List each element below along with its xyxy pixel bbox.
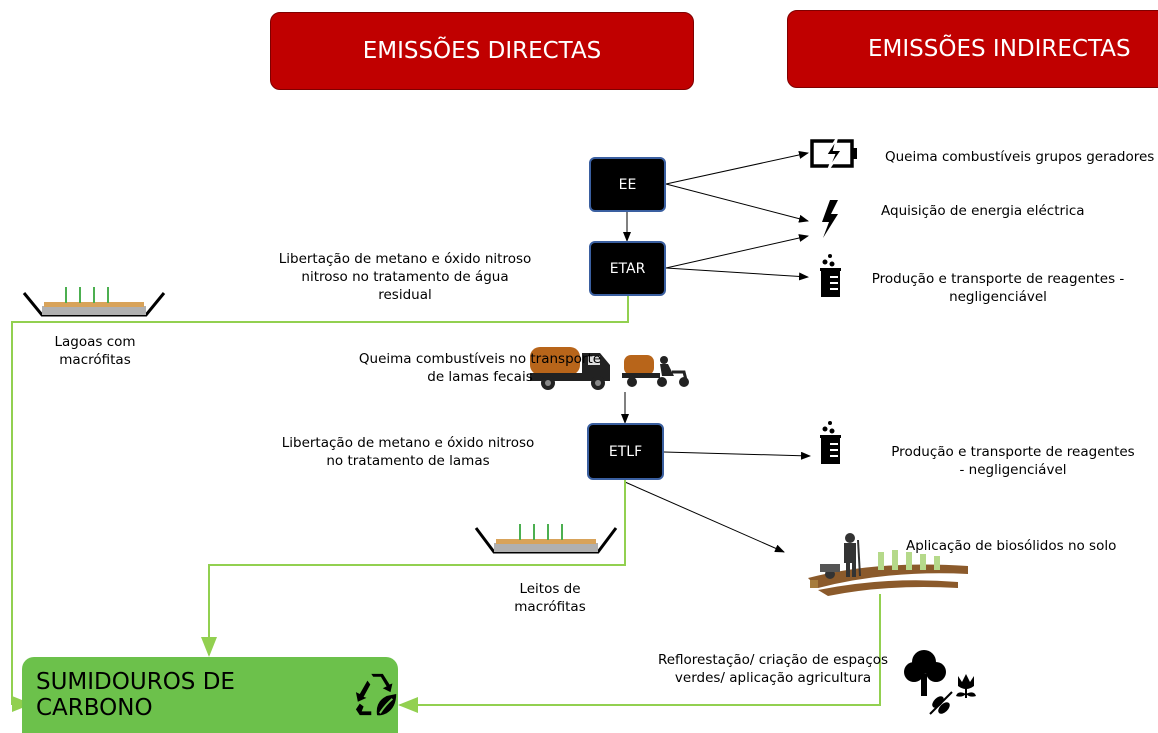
label-reforestation: Reflorestação/ criação de espaços verdes… <box>657 652 889 686</box>
recycle-leaf-icon <box>355 673 397 716</box>
label-generators: Queima combustíveis grupos geradores <box>885 149 1155 165</box>
node-etlf: ETLF <box>587 423 664 480</box>
label-electricity: Aquisição de energia eléctrica <box>881 203 1085 219</box>
flow-reforest-sink <box>398 594 881 713</box>
label-beds: Leitos de macrófitas <box>514 581 586 615</box>
indirect-emissions-header: EMISSÕES INDIRECTAS <box>787 10 1158 88</box>
node-etlf-label: ETLF <box>608 443 643 460</box>
label-methane-etar: Libertação de metano e óxido nitroso nit… <box>278 251 532 303</box>
node-ee-label: EE <box>618 176 637 193</box>
label-methane-etlf: Libertação de metano e óxido nitroso no … <box>281 435 535 469</box>
arrow-ee-electricity <box>665 183 809 223</box>
arrow-etlf-biosolids <box>624 481 785 553</box>
indirect-emissions-title: EMISSÕES INDIRECTAS <box>868 36 1131 62</box>
label-reagents-etlf: Produção e transporte de reagentes - neg… <box>891 444 1135 478</box>
arrow-etar-electricity <box>665 234 809 269</box>
arrow-ee-generators <box>665 151 809 185</box>
flow-etar-sink <box>11 295 629 712</box>
direct-emissions-header: EMISSÕES DIRECTAS <box>270 12 694 90</box>
carbon-sink-box: SUMIDOUROS DE CARBONO <box>22 657 398 733</box>
node-ee: EE <box>589 157 666 212</box>
arrow-etar-reagents <box>665 267 809 281</box>
label-ponds: Lagoas com macrófitas <box>54 334 136 368</box>
label-reagents-etar: Produção e transporte de reagentes - neg… <box>871 271 1125 305</box>
node-etar-label: ETAR <box>609 260 646 277</box>
direct-emissions-title: EMISSÕES DIRECTAS <box>362 38 602 64</box>
flow-etlf-sink <box>201 480 626 657</box>
carbon-sink-label: SUMIDOUROS DE CARBONO <box>36 669 235 721</box>
arrow-etlf-reagents <box>663 451 811 460</box>
label-biosolids: Aplicação de biosólidos no solo <box>906 538 1117 554</box>
node-etar: ETAR <box>589 241 666 296</box>
label-transport: Queima combustíveis no transporte de lam… <box>358 351 602 385</box>
